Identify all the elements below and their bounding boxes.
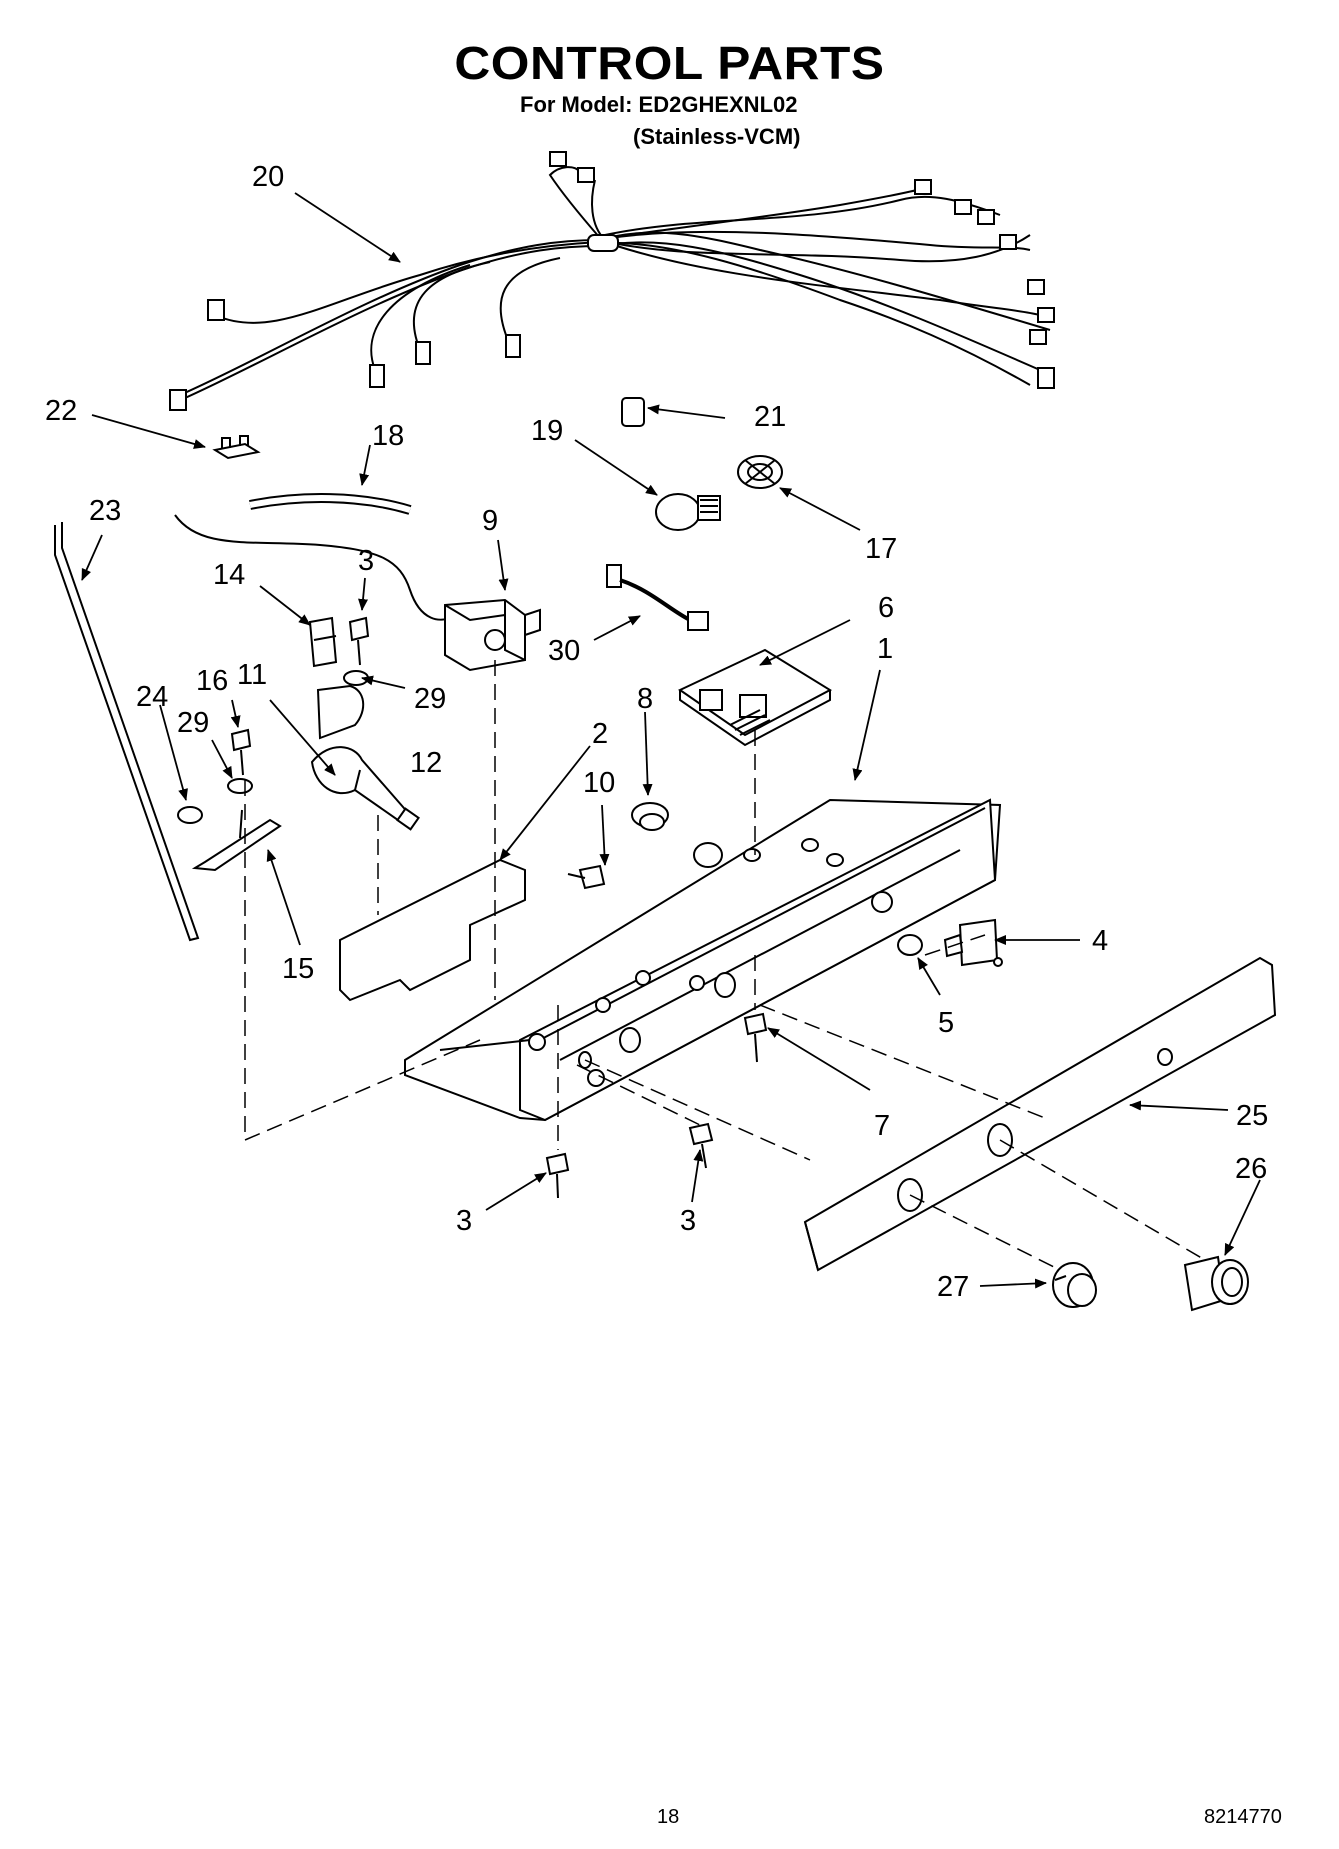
screw-part-7 — [743, 1012, 768, 1063]
knob-part-27 — [1052, 1262, 1097, 1308]
page-number: 18 — [657, 1806, 680, 1828]
callout-19: 19 — [531, 415, 563, 447]
callout-25: 25 — [1236, 1100, 1268, 1132]
callout-4: 4 — [1092, 925, 1108, 957]
lever-part-15 — [191, 809, 282, 872]
bracket-part-14 — [308, 616, 338, 668]
control-board-part-6 — [678, 648, 833, 747]
thermostat-part-9 — [444, 598, 541, 672]
grommet-part-8 — [631, 802, 669, 831]
callout-16: 16 — [196, 665, 228, 697]
control-housing-part-1 — [404, 798, 1002, 1122]
callout-7: 7 — [874, 1110, 890, 1142]
jumper-harness-part-30 — [606, 564, 709, 631]
callout-14: 14 — [213, 559, 245, 591]
callout-15: 15 — [282, 953, 314, 985]
callout-3: 3 — [680, 1205, 696, 1237]
finish-line: (Stainless-VCM) — [633, 124, 801, 149]
callout-leaders — [81, 192, 1261, 1289]
callout-26: 26 — [1235, 1153, 1267, 1185]
callout-30: 30 — [548, 635, 580, 667]
callout-29: 29 — [177, 707, 209, 739]
callout-24: 24 — [136, 681, 168, 713]
callout-labels: 1 2 3 3 3 4 5 6 7 8 9 10 11 12 14 15 16 … — [45, 161, 1268, 1303]
clip-part-22 — [212, 435, 261, 460]
callout-20: 20 — [252, 161, 284, 193]
screw-part-3-right — [688, 1122, 714, 1169]
document-number: 8214770 — [1204, 1806, 1282, 1828]
washer-part-24 — [177, 806, 203, 824]
control-shaft-part-11 — [310, 746, 420, 831]
washer-part-29-left — [227, 778, 253, 794]
alignment-lines — [244, 660, 1206, 1271]
clamp-part-12 — [316, 684, 365, 740]
callout-27: 27 — [937, 1271, 969, 1303]
button-part-5 — [897, 934, 923, 956]
rod-part-23 — [54, 522, 200, 942]
callout-9: 9 — [482, 505, 498, 537]
callout-6: 6 — [878, 592, 894, 624]
callout-3: 3 — [358, 545, 374, 577]
callout-23: 23 — [89, 495, 121, 527]
callout-1: 1 — [877, 633, 893, 665]
model-line: For Model: ED2GHEXNL02 — [520, 92, 798, 117]
callout-21: 21 — [754, 401, 786, 433]
screw-part-3-top — [348, 616, 370, 666]
switch-part-4 — [943, 918, 1003, 967]
knob-part-26 — [1183, 1255, 1249, 1312]
light-socket-part-17 — [737, 455, 783, 489]
screw-part-3-left — [545, 1152, 570, 1199]
callout-3: 3 — [456, 1205, 472, 1237]
callout-12: 12 — [410, 747, 442, 779]
callout-18: 18 — [372, 420, 404, 452]
clip-part-21 — [621, 397, 645, 427]
callout-17: 17 — [865, 533, 897, 565]
callout-8: 8 — [637, 683, 653, 715]
capillary-tube — [174, 514, 456, 621]
screw-part-16 — [230, 728, 252, 776]
callout-22: 22 — [45, 395, 77, 427]
wire-harness — [169, 151, 1055, 411]
callout-10: 10 — [583, 767, 615, 799]
light-bulb-part-19 — [655, 493, 721, 531]
page-title: CONTROL PARTS — [454, 37, 885, 89]
callout-2: 2 — [592, 718, 608, 750]
callout-5: 5 — [938, 1007, 954, 1039]
screw-part-10 — [567, 864, 606, 890]
callout-29: 29 — [414, 683, 446, 715]
bracket-part-2 — [339, 858, 526, 1002]
callout-11: 11 — [237, 659, 267, 691]
